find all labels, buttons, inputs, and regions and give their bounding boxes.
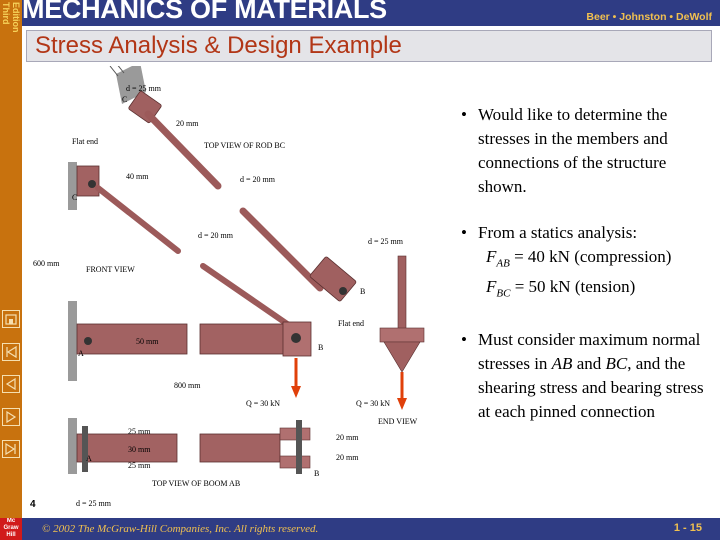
left-sidebar [0,0,22,540]
course-title: MECHANICS OF MATERIALS [22,0,387,24]
label-600mm: 600 mm [33,259,60,268]
bullet-item: • Must consider maximum normal stresses … [458,328,716,424]
label-load-q1: Q = 30 kN [246,399,280,408]
bullet-item: • Would like to determine the stresses i… [458,103,716,199]
edition-label: Third Edition [0,2,22,48]
next-slide-icon [6,410,17,424]
rod-bc-top-view [128,90,357,302]
slide-title: Stress Analysis & Design Example [35,32,402,59]
label-40mm: 40 mm [126,172,149,181]
label-25mm-a: 25 mm [128,427,151,436]
label-20mm-boom2: 20 mm [336,453,359,462]
force-ab-value: = 40 kN (compression) [509,247,672,266]
label-a-boom: A [86,454,92,463]
bullet-item: • From a statics analysis: FAB = 40 kN (… [458,221,716,306]
bullet-dot: • [461,329,467,349]
label-20mm-boom1: 20 mm [336,433,359,442]
bullet-text-2: From a statics analysis: [478,223,638,242]
label-d20-mid: d = 20 mm [198,231,234,240]
last-slide-icon [5,442,16,456]
label-c-top: C [122,95,127,104]
label-b-front: B [318,343,323,352]
last-slide-button[interactable] [2,440,20,458]
wall-support-front [68,162,100,381]
previous-slide-button[interactable] [2,375,20,393]
rod-bc-front-view [95,185,296,331]
label-front-view: FRONT VIEW [86,265,135,274]
label-end-view: END VIEW [378,417,418,426]
previous-slide-icon [5,377,16,391]
label-20mm-top: 20 mm [176,119,199,128]
bullet-text-3: Must consider maximum normal stresses in… [478,329,704,421]
label-d25-right: d = 25 mm [368,237,404,246]
header-bar [22,0,720,26]
bullet-dot: • [461,105,467,124]
bullet-list: • Would like to determine the stresses i… [458,103,716,446]
bullet-text-1: Would like to determine the stresses in … [478,105,668,196]
label-top-view-rod: TOP VIEW OF ROD BC [204,141,285,150]
authors: Beer • Johnston • DeWolf [586,11,712,23]
force-ab-symbol: F [486,247,497,266]
edition-line-1: Third [1,2,11,25]
force-bc-line: FBC = 50 kN (tension) [478,275,716,305]
label-50mm: 50 mm [136,337,159,346]
label-d25-top: d = 25 mm [126,84,162,93]
slide-number: 1 - 15 [673,522,702,534]
structure-diagram: d = 25 mm C 20 mm Flat end TOP VIEW OF R… [33,66,425,508]
end-view [379,255,425,410]
home-button[interactable] [2,310,20,328]
next-slide-button[interactable] [2,408,20,426]
label-load-q2: Q = 30 kN [356,399,390,408]
label-top-view-boom: TOP VIEW OF BOOM AB [152,479,240,488]
label-800mm: 800 mm [174,381,201,390]
bullet-dot: • [461,223,467,242]
force-bc-value: = 50 kN (tension) [510,277,636,297]
label-30mm: 30 mm [128,445,151,454]
footer-bar: © 2002 The McGraw-Hill Companies, Inc. A… [22,518,720,540]
first-slide-button[interactable] [2,343,20,361]
figure-page-number: 4 [30,499,36,510]
boom-ab-front-view [76,321,312,357]
label-d25-bottom: d = 25 mm [76,499,112,508]
force-bc-subscript: BC [496,287,511,300]
label-a-front: A [78,349,84,358]
slide-title-box: Stress Analysis & Design Example [26,30,712,62]
load-arrows [291,358,301,398]
first-slide-icon [6,345,17,359]
label-flat-end-b: Flat end [338,319,364,328]
label-c-wall: C [72,193,77,202]
copyright-text: © 2002 The McGraw-Hill Companies, Inc. A… [42,523,319,535]
label-flat-end-top: Flat end [72,137,98,146]
force-bc-symbol: F [486,277,497,297]
label-b-boom: B [314,469,319,478]
home-icon [5,314,17,325]
boom-ab-top-view [68,418,311,474]
label-b-right: B [360,287,365,296]
force-ab-subscript: AB [496,257,510,270]
label-d20-right: d = 20 mm [240,175,276,184]
edition-line-2: Edition [11,2,21,33]
force-ab-line: FAB = 40 kN (compression) [478,245,716,275]
label-25mm-b: 25 mm [128,461,151,470]
